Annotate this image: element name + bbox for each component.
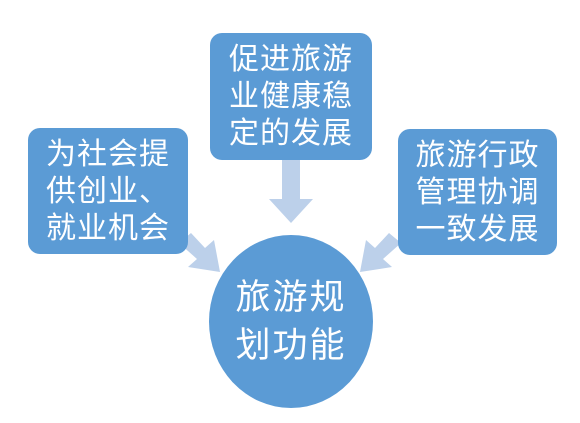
arrow-top-to-center: [269, 160, 313, 223]
node-top-label: 促进旅游 业健康稳 定的发展: [229, 41, 353, 152]
node-top: 促进旅游 业健康稳 定的发展: [210, 33, 372, 160]
center-line-1: 旅游规: [235, 277, 347, 318]
node-left: 为社会提 供创业、 就业机会: [28, 128, 188, 254]
node-right-line-2: 管理协调: [415, 174, 540, 210]
node-left-line-1: 为社会提: [46, 136, 170, 172]
center-node-label: 旅游规 划功能: [235, 274, 346, 370]
center-node: 旅游规 划功能: [209, 235, 373, 408]
node-right-label: 旅游行政 管理协调 一致发展: [416, 137, 540, 248]
arrow-left-to-center: [179, 233, 220, 272]
center-line-2: 划功能: [235, 325, 347, 366]
node-left-line-3: 就业机会: [46, 210, 170, 246]
node-left-label: 为社会提 供创业、 就业机会: [46, 136, 170, 247]
node-left-line-2: 供创业、: [46, 173, 170, 209]
node-right-line-1: 旅游行政: [415, 137, 540, 173]
node-top-line-2: 业健康稳: [229, 79, 353, 114]
node-right-line-3: 一致发展: [415, 211, 540, 247]
node-right: 旅游行政 管理协调 一致发展: [398, 129, 557, 255]
arrow-right-to-center: [360, 233, 401, 272]
node-top-line-3: 定的发展: [229, 116, 353, 151]
node-top-line-1: 促进旅游: [229, 42, 353, 77]
